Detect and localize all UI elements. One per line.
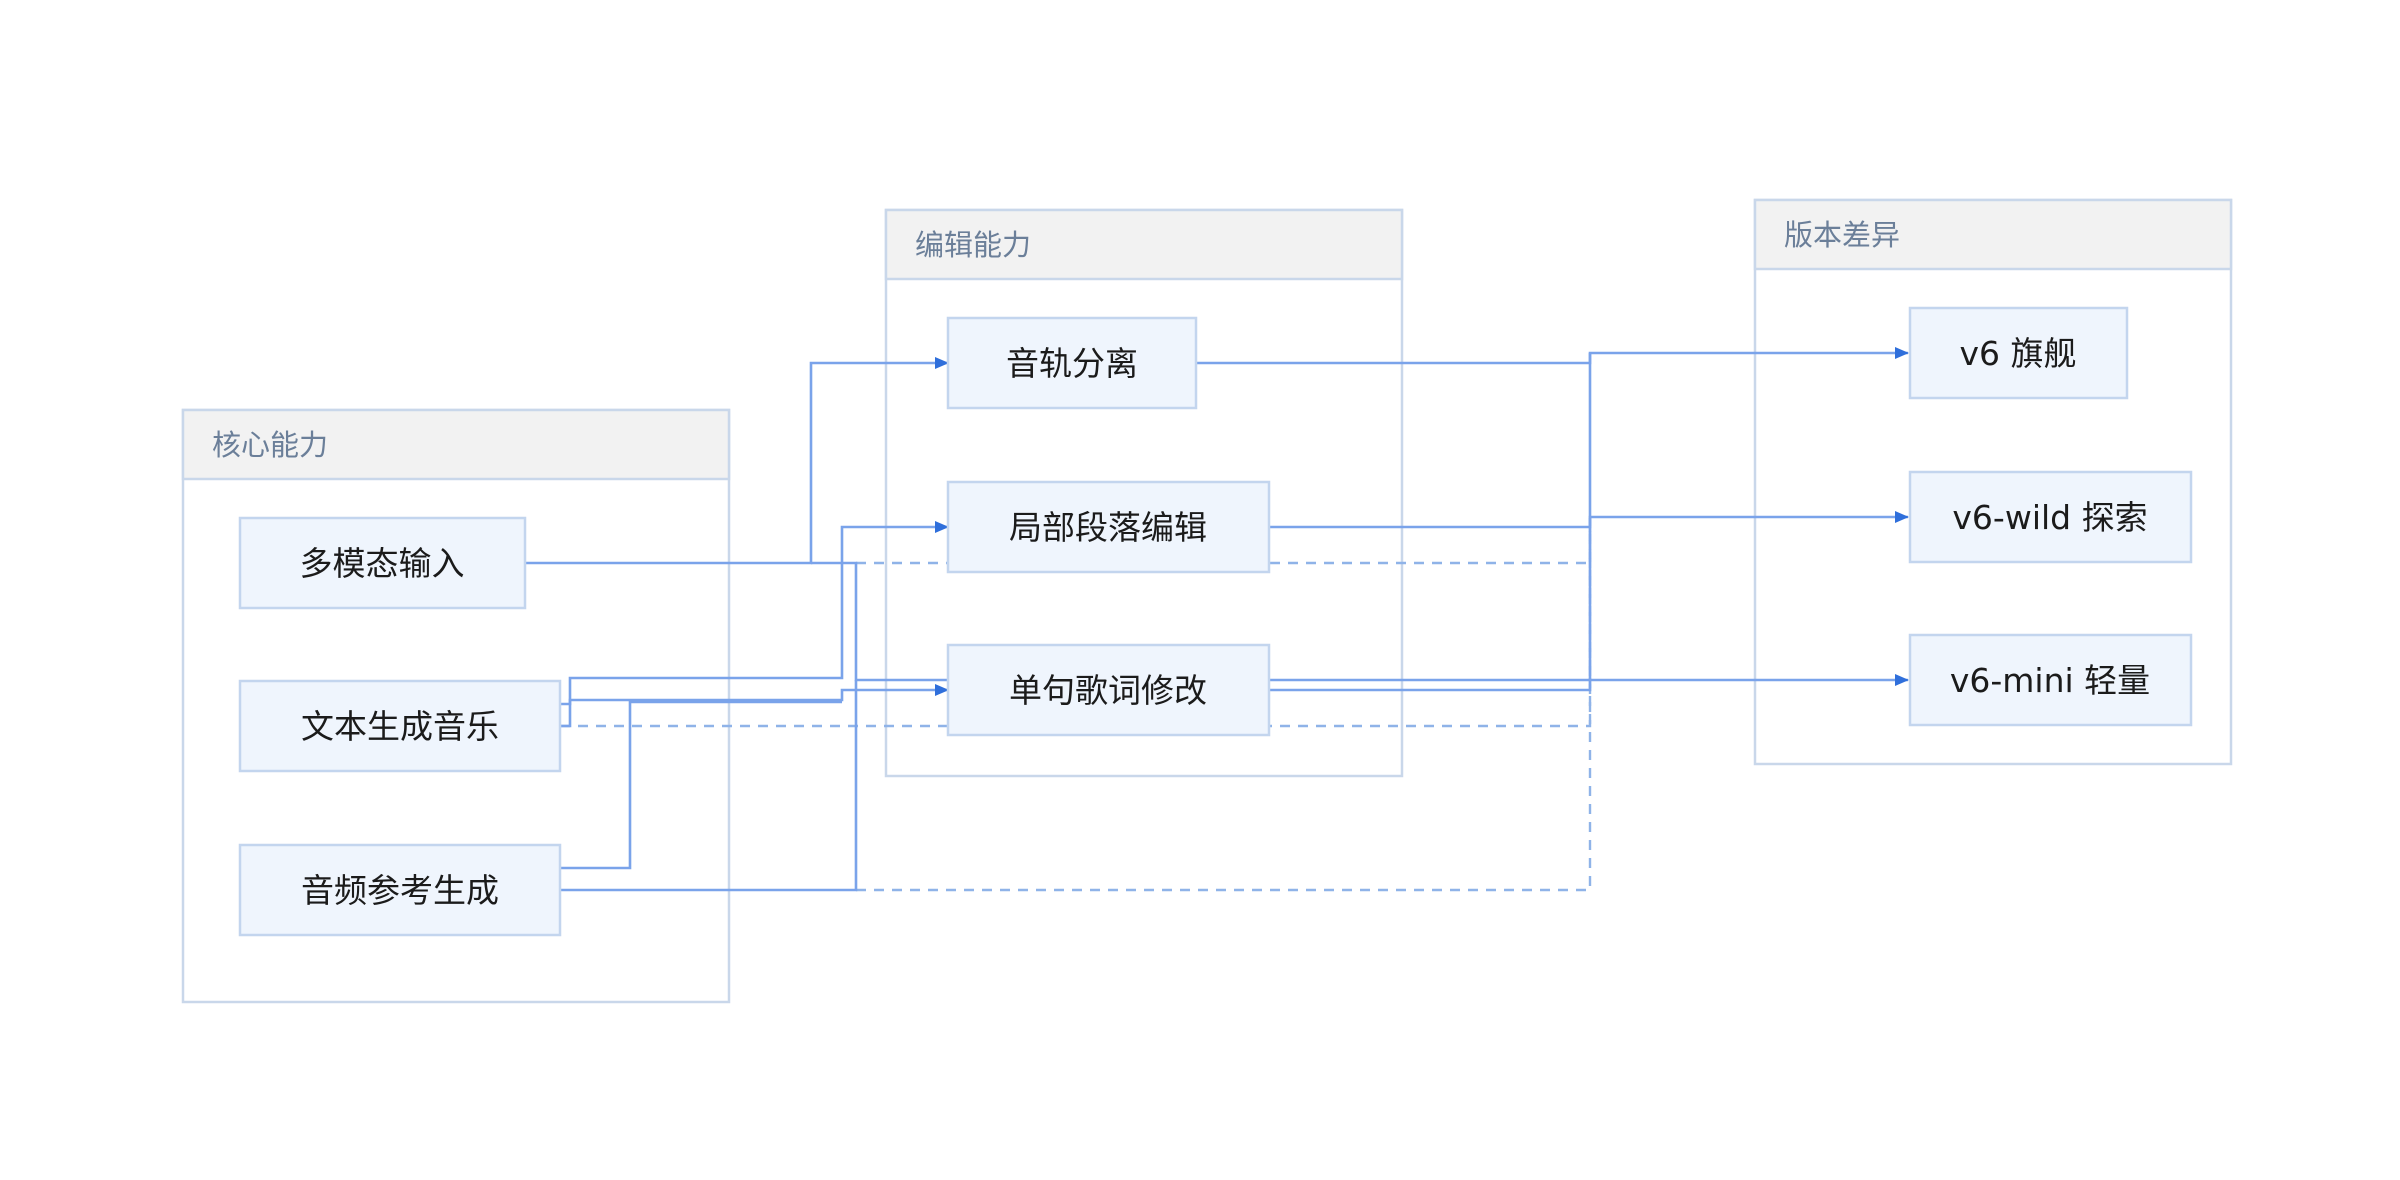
node-v6mini[interactable]: v6-mini 轻量 xyxy=(1908,633,2193,727)
node-section-edit-label: 局部段落编辑 xyxy=(1009,508,1207,547)
node-v6wild[interactable]: v6-wild 探索 xyxy=(1908,470,2193,564)
group-version-title: 版本差异 xyxy=(1784,218,1900,252)
edges-solid xyxy=(525,347,1909,892)
node-lyric-edit-box xyxy=(946,643,1271,737)
edge-multimodal-stems xyxy=(525,357,949,565)
node-multimodal-label: 多模态输入 xyxy=(300,544,465,583)
group-edit-header xyxy=(884,208,1404,281)
node-multimodal[interactable]: 多模态输入 xyxy=(238,516,527,610)
edge-text2music-lyric xyxy=(560,684,949,728)
node-multimodal-box xyxy=(238,516,527,610)
node-stems[interactable]: 音轨分离 xyxy=(946,316,1198,410)
node-v6-label: v6 旗舰 xyxy=(1959,334,2076,373)
edge-lyric-v6 xyxy=(1269,353,1592,692)
node-v6mini-box xyxy=(1908,633,2193,727)
node-audioref-label: 音频参考生成 xyxy=(301,871,499,910)
node-audioref[interactable]: 音频参考生成 xyxy=(238,843,562,937)
node-lyric-edit[interactable]: 单句歌词修改 xyxy=(946,643,1271,737)
node-v6mini-label: v6-mini 轻量 xyxy=(1950,661,2150,700)
node-v6wild-box xyxy=(1908,470,2193,564)
node-stems-box xyxy=(946,316,1198,410)
group-core-title: 核心能力 xyxy=(212,428,328,462)
edge-audioref-lyric-2 xyxy=(560,680,858,892)
node-v6wild-label: v6-wild 探索 xyxy=(1952,498,2147,537)
node-text2music[interactable]: 文本生成音乐 xyxy=(238,679,562,773)
node-section-edit[interactable]: 局部段落编辑 xyxy=(946,480,1271,574)
node-v6-box xyxy=(1908,306,2129,400)
node-section-edit-box xyxy=(946,480,1271,574)
group-edit-title: 编辑能力 xyxy=(915,228,1031,262)
group-version-header xyxy=(1753,198,2233,271)
edge-multimodal-lyric xyxy=(811,561,948,682)
edge-text2music-v6wild xyxy=(560,518,1592,728)
edge-audioref-lyric-1 xyxy=(560,700,842,870)
node-v6[interactable]: v6 旗舰 xyxy=(1908,306,2129,400)
group-core-header xyxy=(181,408,731,481)
node-text2music-label: 文本生成音乐 xyxy=(301,707,499,746)
node-stems-label: 音轨分离 xyxy=(1006,344,1138,383)
node-audioref-box xyxy=(238,843,562,937)
node-lyric-edit-label: 单句歌词修改 xyxy=(1009,671,1207,710)
node-text2music-box xyxy=(238,679,562,773)
edge-text2music-section xyxy=(560,521,949,706)
